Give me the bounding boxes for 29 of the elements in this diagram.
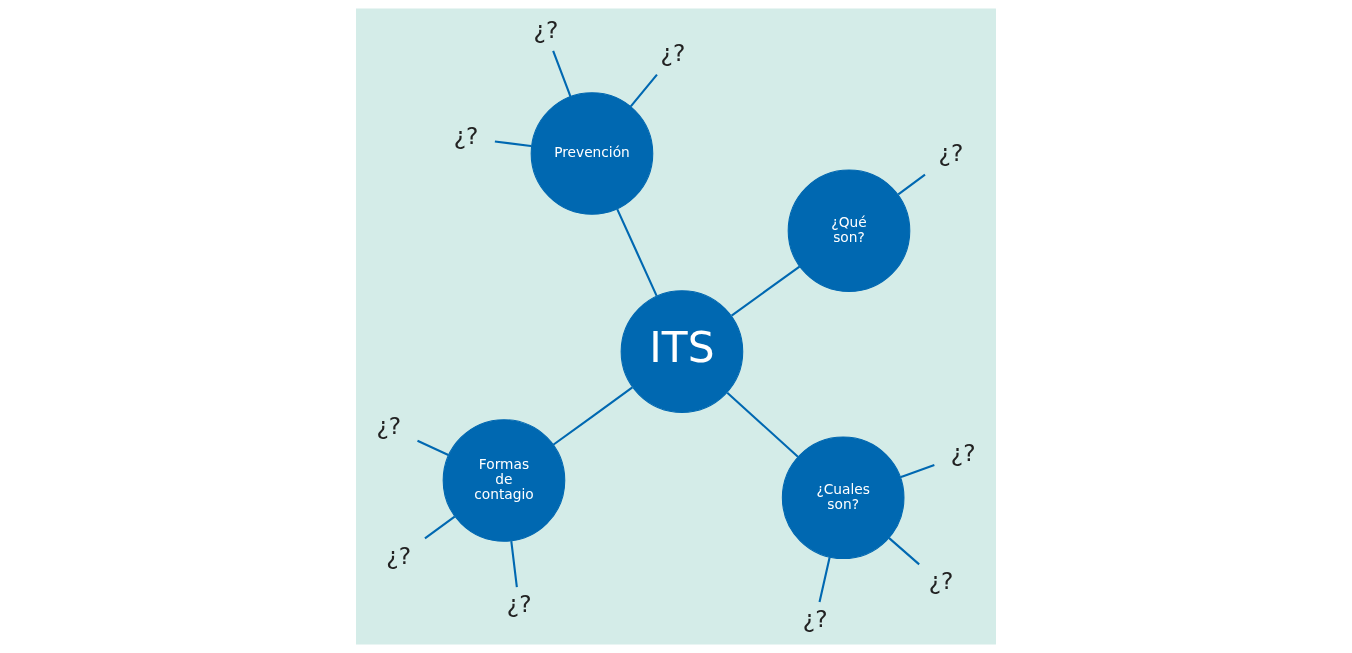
node-text: ¿?	[938, 139, 964, 167]
connector	[900, 464, 935, 479]
node-text: ¿?	[802, 605, 828, 633]
connector	[888, 537, 920, 566]
connector	[731, 265, 801, 317]
node-circle: Prevención	[530, 92, 654, 215]
node-text: ¿?	[660, 39, 686, 67]
connector	[897, 173, 926, 196]
connector	[629, 73, 658, 108]
node-circle: Formas de contagio	[442, 419, 566, 542]
node-circle: ITS	[620, 290, 744, 413]
connector	[494, 140, 532, 148]
node-text: ¿?	[533, 15, 559, 43]
node-circle: ¿Qué son?	[787, 169, 911, 293]
connector	[552, 386, 633, 446]
node-text: ¿?	[950, 438, 976, 466]
node-text: ¿?	[453, 121, 479, 149]
node-text: ¿?	[928, 567, 954, 595]
connector	[424, 515, 456, 540]
node-text: ¿?	[386, 541, 412, 569]
connector	[616, 208, 658, 297]
node-circle: ¿Cuales son?	[781, 436, 905, 560]
connector	[510, 541, 518, 588]
connector	[726, 391, 799, 458]
connector	[818, 557, 831, 603]
connector	[417, 439, 449, 456]
node-text: ¿?	[506, 590, 532, 618]
node-text: ¿?	[376, 411, 402, 439]
connector	[552, 50, 572, 97]
